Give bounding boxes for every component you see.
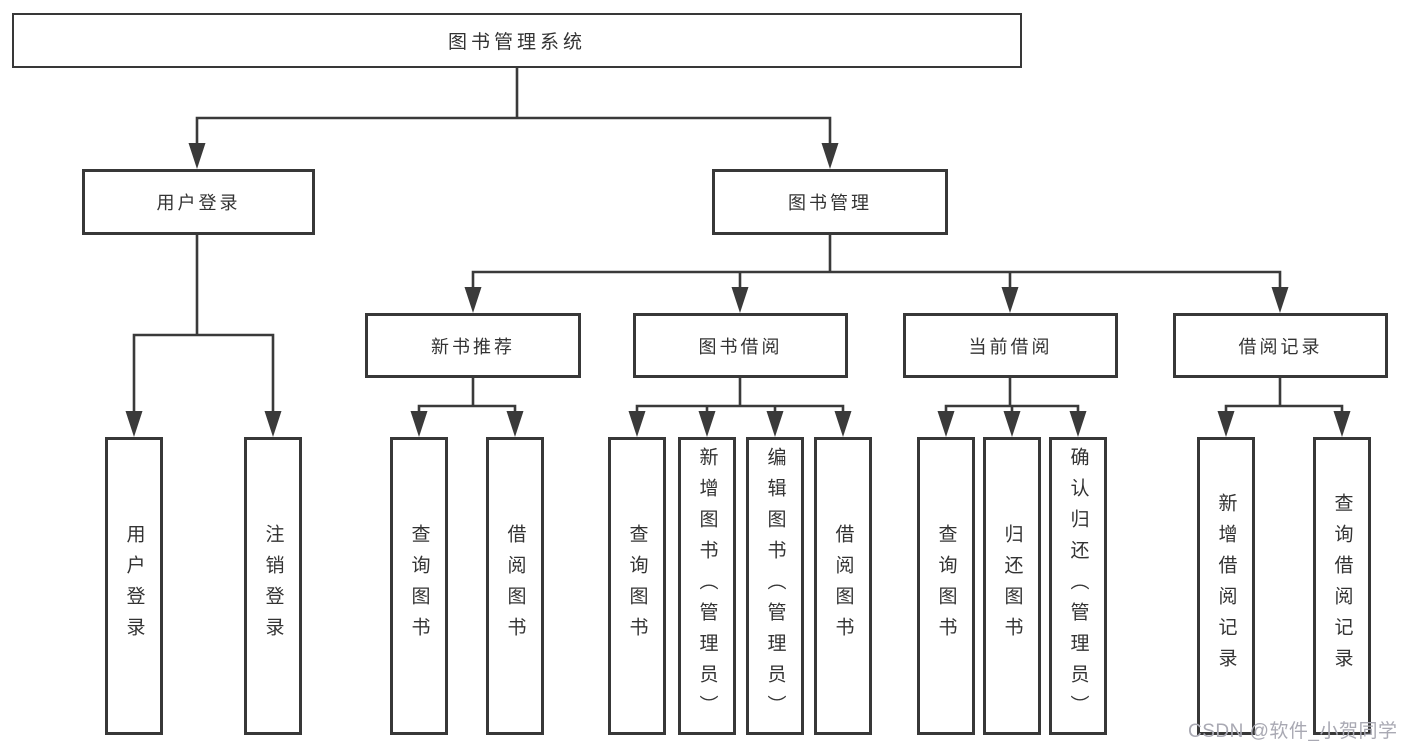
node-borrowing-records: 借阅记录 [1173,313,1388,378]
node-leaf-user-login: 用户登录 [105,437,163,735]
leaf-label: 查询图书 [626,524,648,648]
node-leaf-return-books: 归还图书 [983,437,1041,735]
node-leaf-confirm-return-admin: 确认归还（管理员） [1049,437,1107,735]
leaf-label: 查询图书 [408,524,430,648]
leaf-label: 归还图书 [1001,524,1023,648]
leaf-label: 借阅图书 [832,524,854,648]
node-leaf-query-borrow-record: 查询借阅记录 [1313,437,1371,735]
node-current-borrowing: 当前借阅 [903,313,1118,378]
node-library-system: 图书管理系统 [12,13,1022,68]
node-book-management: 图书管理 [712,169,948,235]
leaf-label: 查询借阅记录 [1331,493,1353,679]
leaf-label: 注销登录 [262,524,284,648]
leaf-label: 用户登录 [123,524,145,648]
node-leaf-query-books-recommend: 查询图书 [390,437,448,735]
leaf-label: 确认归还（管理员） [1067,446,1089,726]
node-leaf-query-books-borrowing: 查询图书 [608,437,666,735]
node-leaf-logout: 注销登录 [244,437,302,735]
node-leaf-query-books-current: 查询图书 [917,437,975,735]
node-book-borrowing: 图书借阅 [633,313,848,378]
arrowheads [125,143,1351,437]
node-leaf-borrow-books-recommend: 借阅图书 [486,437,544,735]
node-leaf-edit-books-admin: 编辑图书（管理员） [746,437,804,735]
tree-edges [132,66,1344,416]
csdn-watermark: CSDN @软件_小贺同学 [1188,721,1398,742]
node-leaf-add-borrow-record: 新增借阅记录 [1197,437,1255,735]
leaf-label: 新增借阅记录 [1215,493,1237,679]
node-user-login: 用户登录 [82,169,315,235]
leaf-label: 查询图书 [935,524,957,648]
leaf-label: 借阅图书 [504,524,526,648]
leaf-label: 编辑图书（管理员） [764,446,786,726]
node-leaf-add-books-admin: 新增图书（管理员） [678,437,736,735]
leaf-label: 新增图书（管理员） [696,446,718,726]
node-leaf-borrow-books-borrowing: 借阅图书 [814,437,872,735]
node-new-book-recommendation: 新书推荐 [365,313,581,378]
